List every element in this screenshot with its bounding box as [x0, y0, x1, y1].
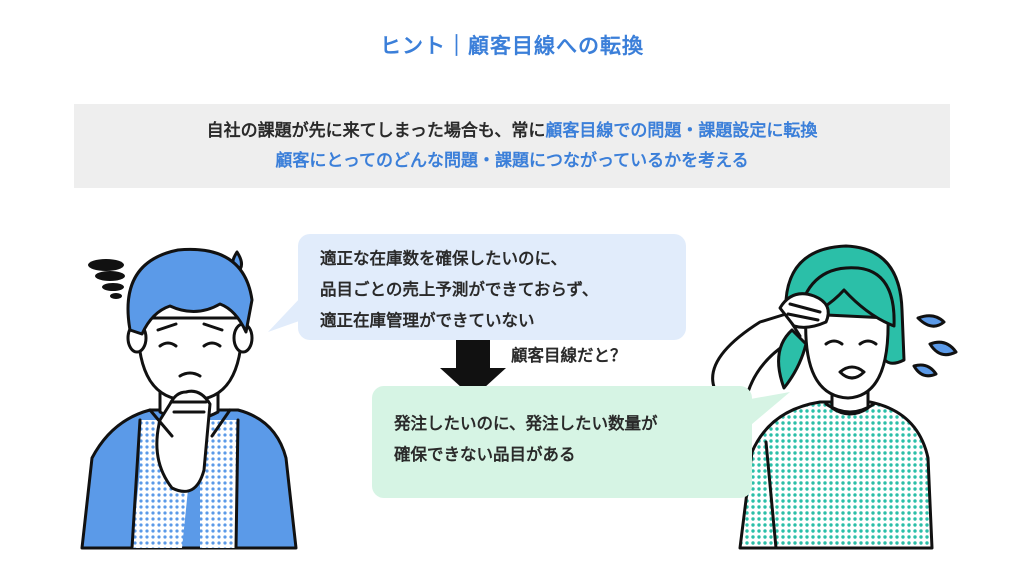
problem-bubble-tail	[268, 296, 302, 332]
hint-line-1: 自社の課題が先に来てしまった場合も、常に顧客目線での問題・課題設定に転換	[207, 116, 818, 146]
customer-bubble-line-1: 発注したいのに、発注したい数量が	[394, 414, 658, 433]
problem-bubble-line-2: 品目ごとの売上予測ができておらず、	[320, 280, 599, 299]
problem-bubble-line-3: 適正在庫管理ができていない	[320, 311, 535, 330]
customer-bubble-line-2: 確保できない品目がある	[394, 445, 576, 464]
hint-line-2: 顧客にとってのどんな問題・課題につながっているかを考える	[275, 151, 749, 171]
worried-man-illustration	[80, 247, 298, 550]
down-arrow-icon	[440, 340, 506, 398]
hint-line-1-highlight: 顧客目線での問題・課題設定に転換	[545, 121, 818, 141]
stress-scribble-icon	[88, 259, 125, 299]
hint-box: 自社の課題が先に来てしまった場合も、常に顧客目線での問題・課題設定に転換 顧客に…	[74, 104, 950, 188]
customer-bubble: 発注したいのに、発注したい数量が 確保できない品目がある	[372, 386, 752, 498]
troubled-woman-illustration	[711, 244, 958, 550]
hint-line-1-plain: 自社の課題が先に来てしまった場合も、常に	[206, 121, 546, 141]
page-title: ヒント｜顧客目線への転換	[380, 34, 644, 58]
problem-bubble-line-1: 適正な在庫数を確保したいのに、	[320, 249, 568, 268]
arrow-label: 顧客目線だと？	[511, 346, 627, 365]
sweat-drop-icon	[912, 314, 958, 378]
customer-bubble-tail	[745, 392, 790, 430]
problem-bubble: 適正な在庫数を確保したいのに、 品目ごとの売上予測ができておらず、 適正在庫管理…	[298, 234, 686, 340]
